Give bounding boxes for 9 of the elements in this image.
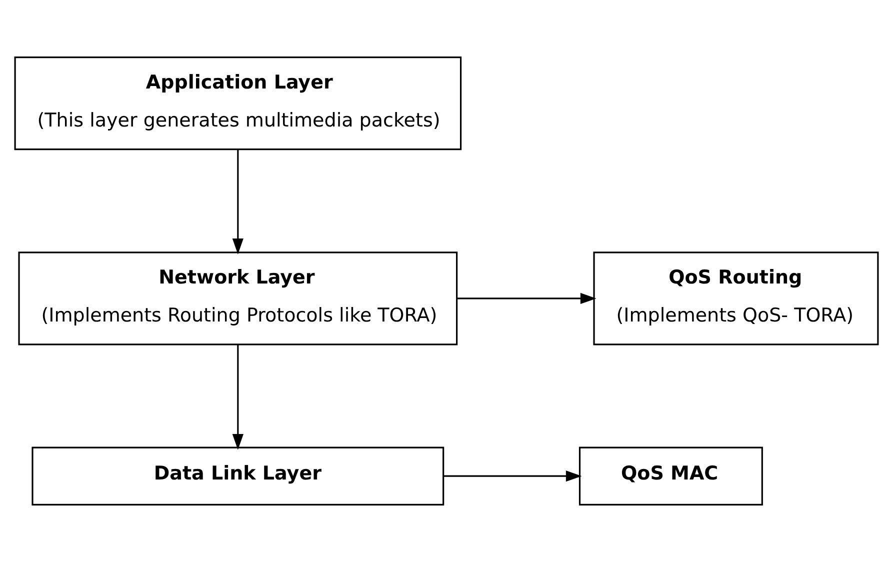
node-box: Network Layer (Implements Routing Protocols like TORA) bbox=[18, 252, 458, 346]
arrow bbox=[232, 149, 244, 254]
node-box: Application Layer (This layer generates multimedia packets) bbox=[14, 56, 462, 150]
arrow bbox=[443, 470, 582, 482]
node-box: QoS MAC bbox=[578, 446, 763, 506]
arrow bbox=[232, 344, 244, 450]
arrow bbox=[457, 292, 596, 304]
node-box: QoS Routing (Implements QoS- TORA) bbox=[593, 252, 879, 346]
node-box: Data Link Layer bbox=[32, 446, 444, 506]
